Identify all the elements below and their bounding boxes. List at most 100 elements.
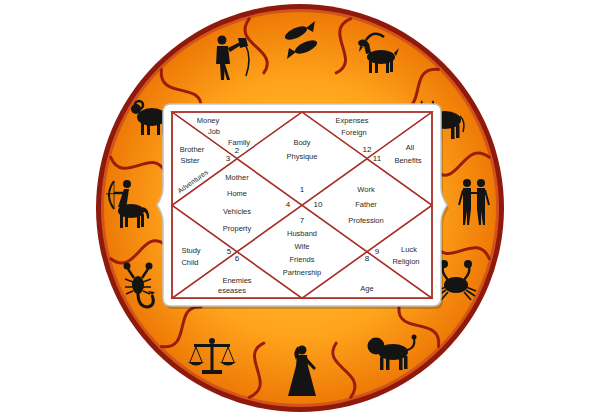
house-region: WorkFatherProfession10: [302, 159, 432, 252]
house-label: Profession: [348, 217, 383, 225]
gemini-icon: [463, 188, 471, 225]
house-label: Benefits: [394, 157, 421, 165]
house-label: Partnership: [283, 269, 321, 277]
aquarius-icon: [223, 64, 230, 80]
house-label: Brother: [180, 146, 205, 154]
house-number: 2: [235, 147, 239, 155]
libra-icon: [188, 338, 236, 374]
aries-icon: [141, 123, 144, 135]
house-label: eseases: [218, 287, 246, 295]
aries-icon: [135, 101, 143, 109]
leo-icon: [407, 338, 414, 350]
house-label: Work: [357, 186, 374, 194]
house-label: Property: [223, 225, 251, 233]
virgo-icon: [288, 346, 316, 397]
house-region: All11Benefits: [367, 112, 432, 205]
house-region: 6Enemies eseases: [172, 252, 302, 299]
house-outline: [237, 205, 367, 298]
aries-icon: [157, 123, 160, 135]
house-label: Vehicles: [223, 208, 251, 216]
aries-icon: [147, 123, 150, 135]
leo-icon: [368, 338, 385, 355]
leo-icon: [386, 358, 390, 370]
sagittarius-icon: [120, 215, 123, 228]
capricorn-icon: [394, 48, 399, 56]
house-outline: [237, 112, 367, 205]
house-label: Study: [181, 247, 200, 255]
libra-icon: [211, 344, 214, 372]
taurus-icon: [460, 116, 464, 132]
house-label: Money: [197, 117, 220, 125]
house-label: Wife: [295, 243, 310, 251]
wheel-rim: [96, 4, 504, 412]
libra-icon: [220, 362, 236, 366]
house-number: 7: [300, 217, 304, 225]
sagittarius-icon: [125, 215, 128, 227]
sagittarius-icon: [106, 193, 124, 194]
scorpio-icon: [124, 263, 156, 308]
sagittarius-icon: [123, 180, 131, 188]
house-label: Foreign: [341, 129, 366, 137]
house-number: 9: [375, 248, 379, 256]
aquarius-icon: [246, 46, 249, 76]
house-number: 8: [365, 255, 369, 263]
swirl-dividers: [336, 19, 351, 73]
chart-border: [172, 112, 432, 298]
house-number: 1: [300, 186, 304, 194]
leo-icon: [404, 356, 408, 369]
house-label: Luck: [401, 246, 417, 254]
house-label: Body: [293, 139, 310, 147]
zodiac-wheel: [106, 21, 489, 396]
house-label: Husband: [287, 230, 317, 238]
libra-icon: [209, 338, 215, 344]
aquarius-icon: [216, 46, 230, 80]
capricorn-icon: [375, 62, 378, 73]
gemini-icon: [477, 179, 485, 187]
house-number: 10: [314, 201, 323, 209]
aquarius-icon: [216, 36, 249, 81]
house-outline: [302, 159, 432, 252]
house-label: Age: [360, 285, 373, 293]
capricorn-icon: [390, 60, 393, 72]
house-outline: [302, 112, 432, 159]
house-label: Home: [227, 190, 247, 198]
leo-icon: [399, 357, 403, 370]
swirl-dividers: [333, 343, 355, 397]
house-label: Expenses: [336, 117, 369, 125]
sagittarius-icon: [137, 215, 140, 228]
swirl-dividers: [111, 19, 490, 398]
pisces-icon: [293, 37, 319, 56]
capricorn-icon: [358, 40, 368, 47]
house-outline: [172, 112, 302, 159]
house-region: 7HusbandWifeFriendsPartnership: [237, 205, 367, 298]
taurus-icon: [456, 125, 460, 138]
swirl-dividers: [399, 307, 439, 347]
house-number: 6: [235, 255, 239, 263]
house-number: 3: [226, 155, 230, 163]
libra-icon: [188, 362, 204, 366]
house-outline: [302, 252, 432, 299]
gemini-icon: [463, 179, 471, 187]
sagittarius-icon: [109, 181, 114, 209]
gemini-icon: [471, 192, 477, 194]
taurus-icon: [451, 126, 455, 139]
house-number: 11: [373, 155, 381, 163]
sagittarius-icon: [106, 180, 149, 228]
house-outline: [172, 159, 302, 252]
capricorn-icon: [359, 46, 363, 52]
swirl-dividers: [161, 307, 201, 347]
house-number: 4: [286, 201, 290, 209]
virgo-icon: [288, 355, 316, 396]
pisces-icon: [283, 21, 319, 59]
sagittarius-icon: [114, 181, 115, 209]
house-label: Religion: [392, 258, 419, 266]
house-label: Enemies: [222, 277, 251, 285]
house-outline: [172, 252, 302, 299]
house-outline: [367, 112, 432, 205]
leo-icon: [380, 357, 384, 370]
virgo-icon: [306, 358, 316, 370]
leo-icon: [368, 335, 417, 371]
aquarius-icon: [218, 36, 227, 45]
